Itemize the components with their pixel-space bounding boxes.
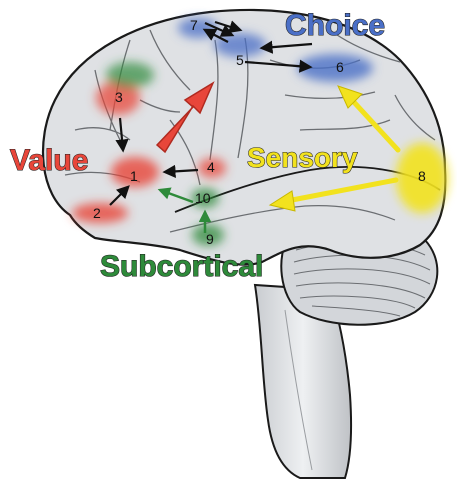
region-blob-6 — [297, 54, 373, 82]
region-label-8: 8 — [418, 168, 426, 184]
region-label-4: 4 — [207, 159, 215, 175]
region-label-3: 3 — [115, 89, 123, 105]
region-blob-3-green — [106, 62, 154, 88]
region-label-1: 1 — [130, 168, 138, 184]
region-label-6: 6 — [336, 59, 344, 75]
category-label-sensory: Sensory — [247, 142, 358, 173]
region-label-2: 2 — [93, 205, 101, 221]
category-label-choice: Choice — [285, 9, 385, 42]
category-label-value: Value — [10, 144, 88, 177]
region-blob-7 — [178, 18, 218, 38]
region-label-9: 9 — [206, 231, 214, 247]
category-label-subcortical: Subcortical — [100, 250, 263, 283]
region-label-10: 10 — [195, 190, 211, 206]
region-label-5: 5 — [236, 52, 244, 68]
region-label-7: 7 — [190, 17, 198, 33]
